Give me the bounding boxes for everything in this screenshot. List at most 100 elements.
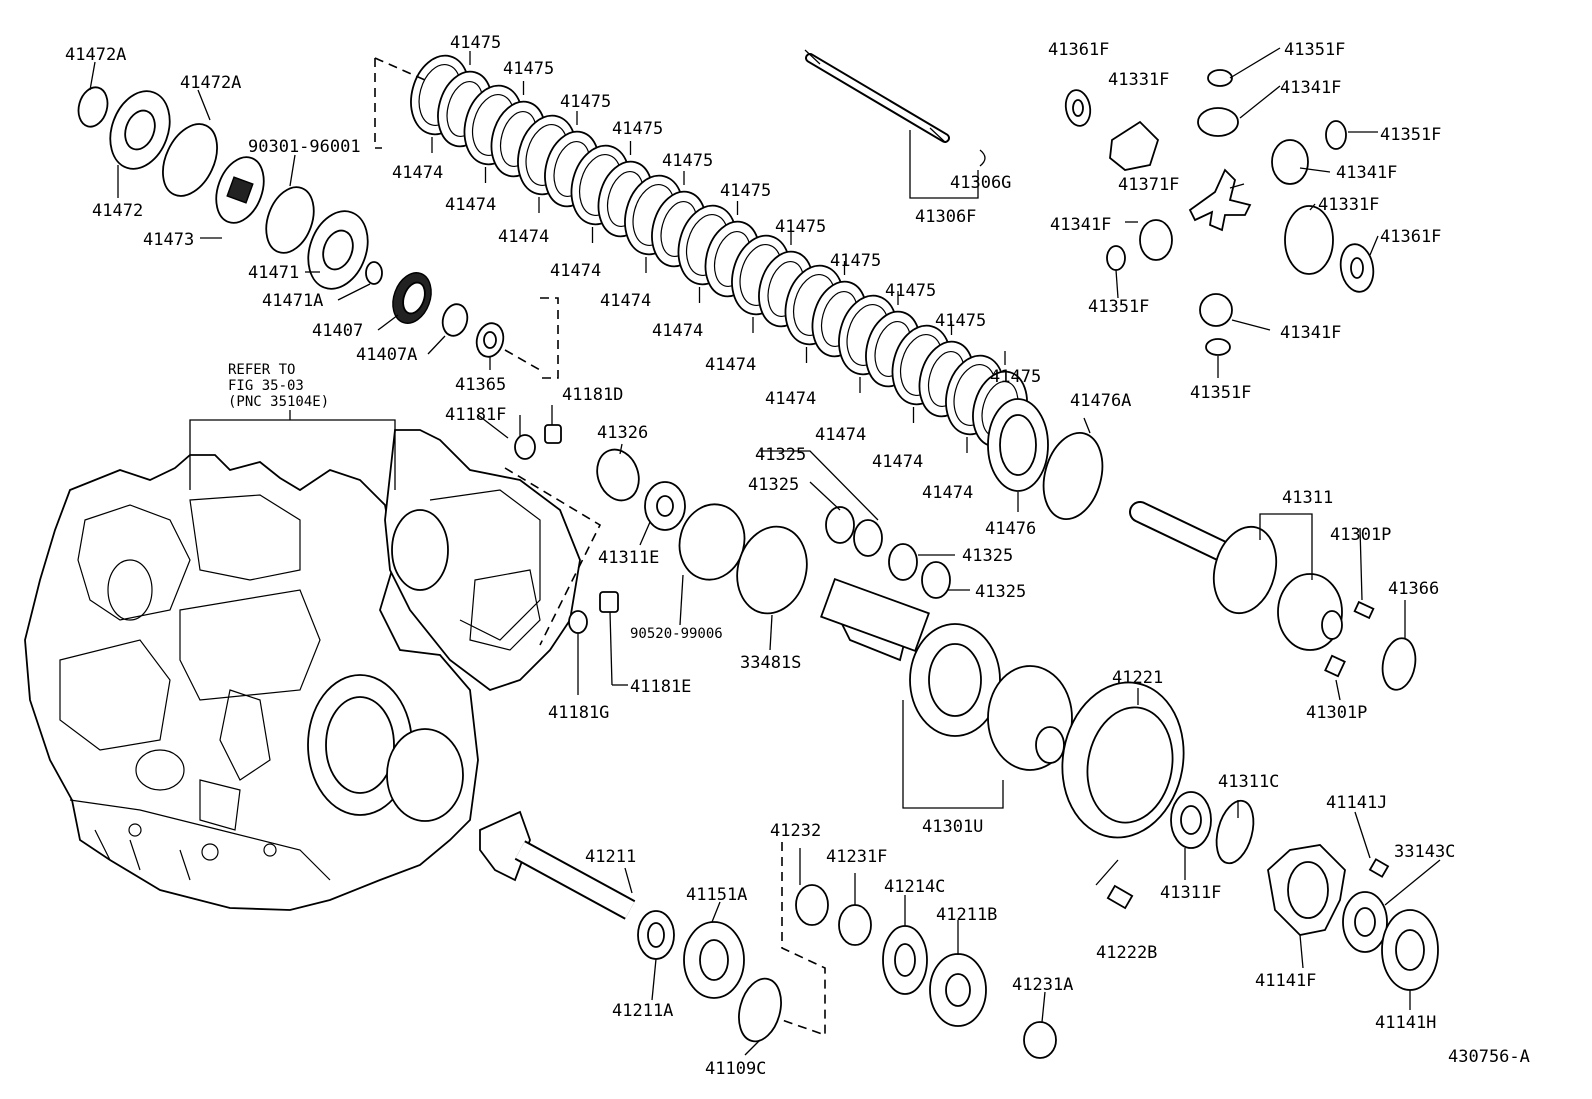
pinion-shaft <box>804 49 986 199</box>
label-41311E: 41311E <box>598 548 659 568</box>
label-41331F-1: 41331F <box>1108 70 1169 90</box>
label-41325-1: 41325 <box>755 445 806 465</box>
label-41474-11: 41474 <box>922 483 973 503</box>
label-41311F: 41311F <box>1160 883 1221 903</box>
label-41301P-1: 41301P <box>1330 525 1391 545</box>
label-41474-10: 41474 <box>872 452 923 472</box>
label-41231A: 41231A <box>1012 975 1073 995</box>
label-41473: 41473 <box>143 230 194 250</box>
label-41181E: 41181E <box>630 677 691 697</box>
refer-note-line-1: REFER TO <box>228 362 295 378</box>
label-41474-7: 41474 <box>705 355 756 375</box>
stack-bracket-top <box>374 57 426 81</box>
label-41232: 41232 <box>770 821 821 841</box>
label-41475-6: 41475 <box>720 181 771 201</box>
label-41475-11: 41475 <box>990 367 1041 387</box>
label-41407: 41407 <box>312 321 363 341</box>
label-41474-9: 41474 <box>815 425 866 445</box>
label-41472A-2: 41472A <box>180 73 241 93</box>
label-41475-1: 41475 <box>450 33 501 53</box>
label-41325-3: 41325 <box>962 546 1013 566</box>
label-41474-1: 41474 <box>392 163 443 183</box>
label-41475-8: 41475 <box>830 251 881 271</box>
label-41351F-3: 41351F <box>1088 297 1149 317</box>
label-41474-8: 41474 <box>765 389 816 409</box>
stack-bracket-left <box>374 58 382 149</box>
label-41351F-1: 41351F <box>1284 40 1345 60</box>
label-41472: 41472 <box>92 201 143 221</box>
label-41475-3: 41475 <box>560 92 611 112</box>
label-41211: 41211 <box>585 847 636 867</box>
label-41475-5: 41475 <box>662 151 713 171</box>
label-41341F-4: 41341F <box>1280 323 1341 343</box>
label-41341F-2: 41341F <box>1336 163 1397 183</box>
transaxle-case <box>24 454 479 911</box>
label-41109C: 41109C <box>705 1059 766 1079</box>
diff-pinions <box>1064 47 1379 378</box>
label-41301P-2: 41301P <box>1306 703 1367 723</box>
label-41311C: 41311C <box>1218 772 1279 792</box>
label-41222B: 41222B <box>1096 943 1157 963</box>
label-41211B: 41211B <box>936 905 997 925</box>
label-41361F-1: 41361F <box>1048 40 1109 60</box>
label-41351F-4: 41351F <box>1190 383 1251 403</box>
label-41306G: 41306G <box>950 173 1011 193</box>
label-41476A: 41476A <box>1070 391 1131 411</box>
label-41181D: 41181D <box>562 385 623 405</box>
label-41475-2: 41475 <box>503 59 554 79</box>
label-41365: 41365 <box>455 375 506 395</box>
label-41141J: 41141J <box>1326 793 1387 813</box>
label-41475-4: 41475 <box>612 119 663 139</box>
label-41476: 41476 <box>985 519 1036 539</box>
label-41181G: 41181G <box>548 703 609 723</box>
label-41475-9: 41475 <box>885 281 936 301</box>
label-41474-3: 41474 <box>498 227 549 247</box>
side-cover <box>384 429 581 692</box>
label-41371F: 41371F <box>1118 175 1179 195</box>
differential-assembly <box>820 577 1255 910</box>
label-41475-7: 41475 <box>775 217 826 237</box>
refer-note-line-3: (PNC 35104E) <box>228 394 329 410</box>
label-41471A: 41471A <box>262 291 323 311</box>
parts-middle <box>504 398 1104 646</box>
label-33481S: 33481S <box>740 653 801 673</box>
label-41231F: 41231F <box>826 847 887 867</box>
label-41331F-2: 41331F <box>1318 195 1379 215</box>
label-41311: 41311 <box>1282 488 1333 508</box>
label-41301U: 41301U <box>922 817 983 837</box>
label-41471: 41471 <box>248 263 299 283</box>
refer-note-line-2: FIG 35-03 <box>228 378 304 394</box>
label-41341F-3: 41341F <box>1050 215 1111 235</box>
label-33143C: 33143C <box>1394 842 1455 862</box>
label-41141F: 41141F <box>1255 971 1316 991</box>
label-41361F-2: 41361F <box>1380 227 1441 247</box>
label-41474-4: 41474 <box>550 261 601 281</box>
label-41341F-1: 41341F <box>1280 78 1341 98</box>
parts-lower-right <box>1184 800 1441 1010</box>
clutch-plate-stack <box>410 51 1028 453</box>
label-41211A: 41211A <box>612 1001 673 1021</box>
label-41366: 41366 <box>1388 579 1439 599</box>
label-41306F: 41306F <box>915 207 976 227</box>
parts-top-left <box>77 86 559 379</box>
label-41474-6: 41474 <box>652 321 703 341</box>
parts-lower-middle <box>479 810 1057 1059</box>
refer-bracket <box>189 410 396 490</box>
label-41325-4: 41325 <box>975 582 1026 602</box>
leaders-top-left <box>89 61 1139 705</box>
label-41474-2: 41474 <box>445 195 496 215</box>
label-41475-10: 41475 <box>935 311 986 331</box>
label-41181F: 41181F <box>445 405 506 425</box>
label-41151A: 41151A <box>686 885 747 905</box>
label-41472A-1: 41472A <box>65 45 126 65</box>
figure-id: 430756-A <box>1448 1047 1530 1067</box>
label-41351F-2: 41351F <box>1380 125 1441 145</box>
label-90520-99006: 90520-99006 <box>630 626 723 642</box>
label-90301-96001: 90301-96001 <box>248 137 361 157</box>
label-41407A: 41407A <box>356 345 417 365</box>
label-41141H: 41141H <box>1375 1013 1436 1033</box>
output-flange <box>1129 501 1417 701</box>
label-41325-2: 41325 <box>748 475 799 495</box>
